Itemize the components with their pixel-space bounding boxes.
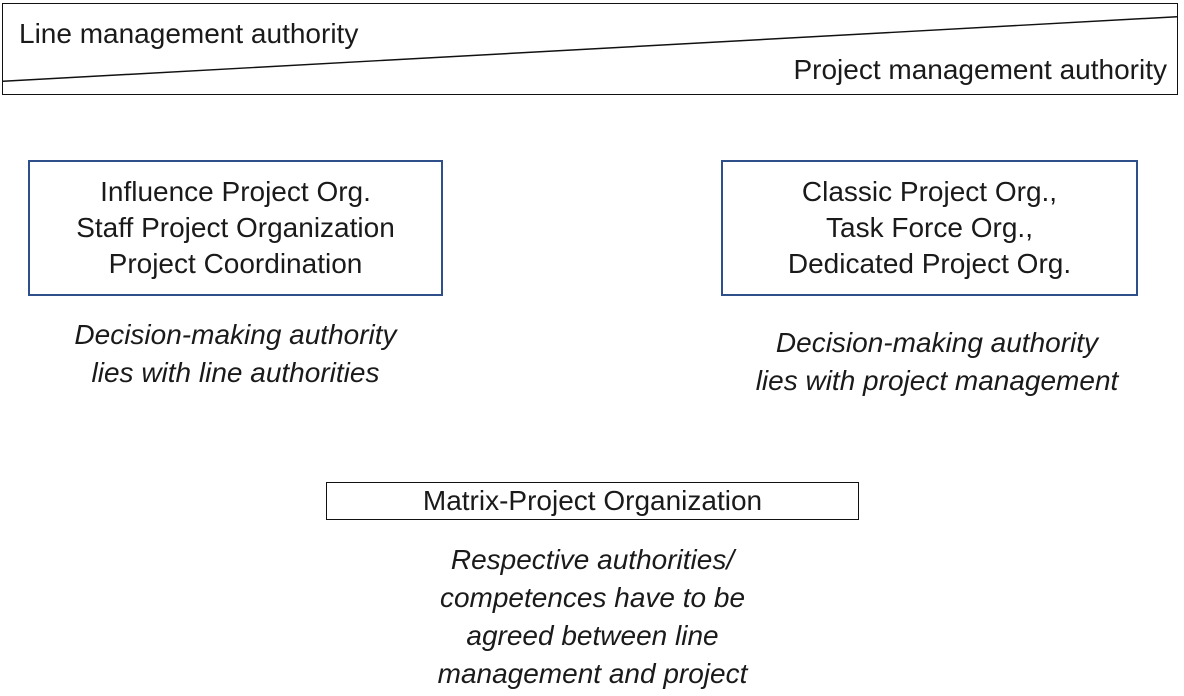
line-management-authority-label: Line management authority: [19, 18, 359, 49]
caption-line: lies with line authorities: [91, 357, 380, 388]
project-authority-org-types-box: Classic Project Org., Task Force Org., D…: [721, 160, 1138, 296]
caption-line: management and project: [437, 658, 748, 689]
org-type-line: Task Force Org.,: [826, 212, 1033, 243]
line-authority-caption: Decision-making authority lies with line…: [28, 316, 443, 392]
authority-divider-diagonal: [3, 15, 1177, 83]
matrix-caption: Respective authorities/ competences have…: [326, 541, 859, 693]
project-authority-caption: Decision-making authority lies with proj…: [712, 324, 1162, 400]
org-type-line: Staff Project Organization: [76, 212, 395, 243]
org-type-line: Project Coordination: [108, 248, 363, 279]
caption-line: lies with project management: [755, 365, 1119, 396]
org-type-line: Classic Project Org.,: [801, 176, 1058, 207]
caption-line: agreed between line: [466, 620, 719, 651]
caption-line: competences have to be: [439, 582, 746, 613]
caption-line: Decision-making authority: [775, 327, 1099, 358]
org-type-line: Influence Project Org.: [100, 176, 371, 207]
matrix-project-organization-box: Matrix-Project Organization: [326, 482, 859, 520]
project-management-authority-label: Project management authority: [793, 54, 1167, 85]
caption-line: Decision-making authority: [74, 319, 397, 350]
caption-line: Respective authorities/: [450, 544, 735, 575]
org-type-line: Dedicated Project Org.: [787, 248, 1072, 279]
line-authority-org-types-box: Influence Project Org. Staff Project Org…: [28, 160, 443, 296]
authority-spectrum-bar: Line management authority Project manage…: [2, 3, 1178, 95]
